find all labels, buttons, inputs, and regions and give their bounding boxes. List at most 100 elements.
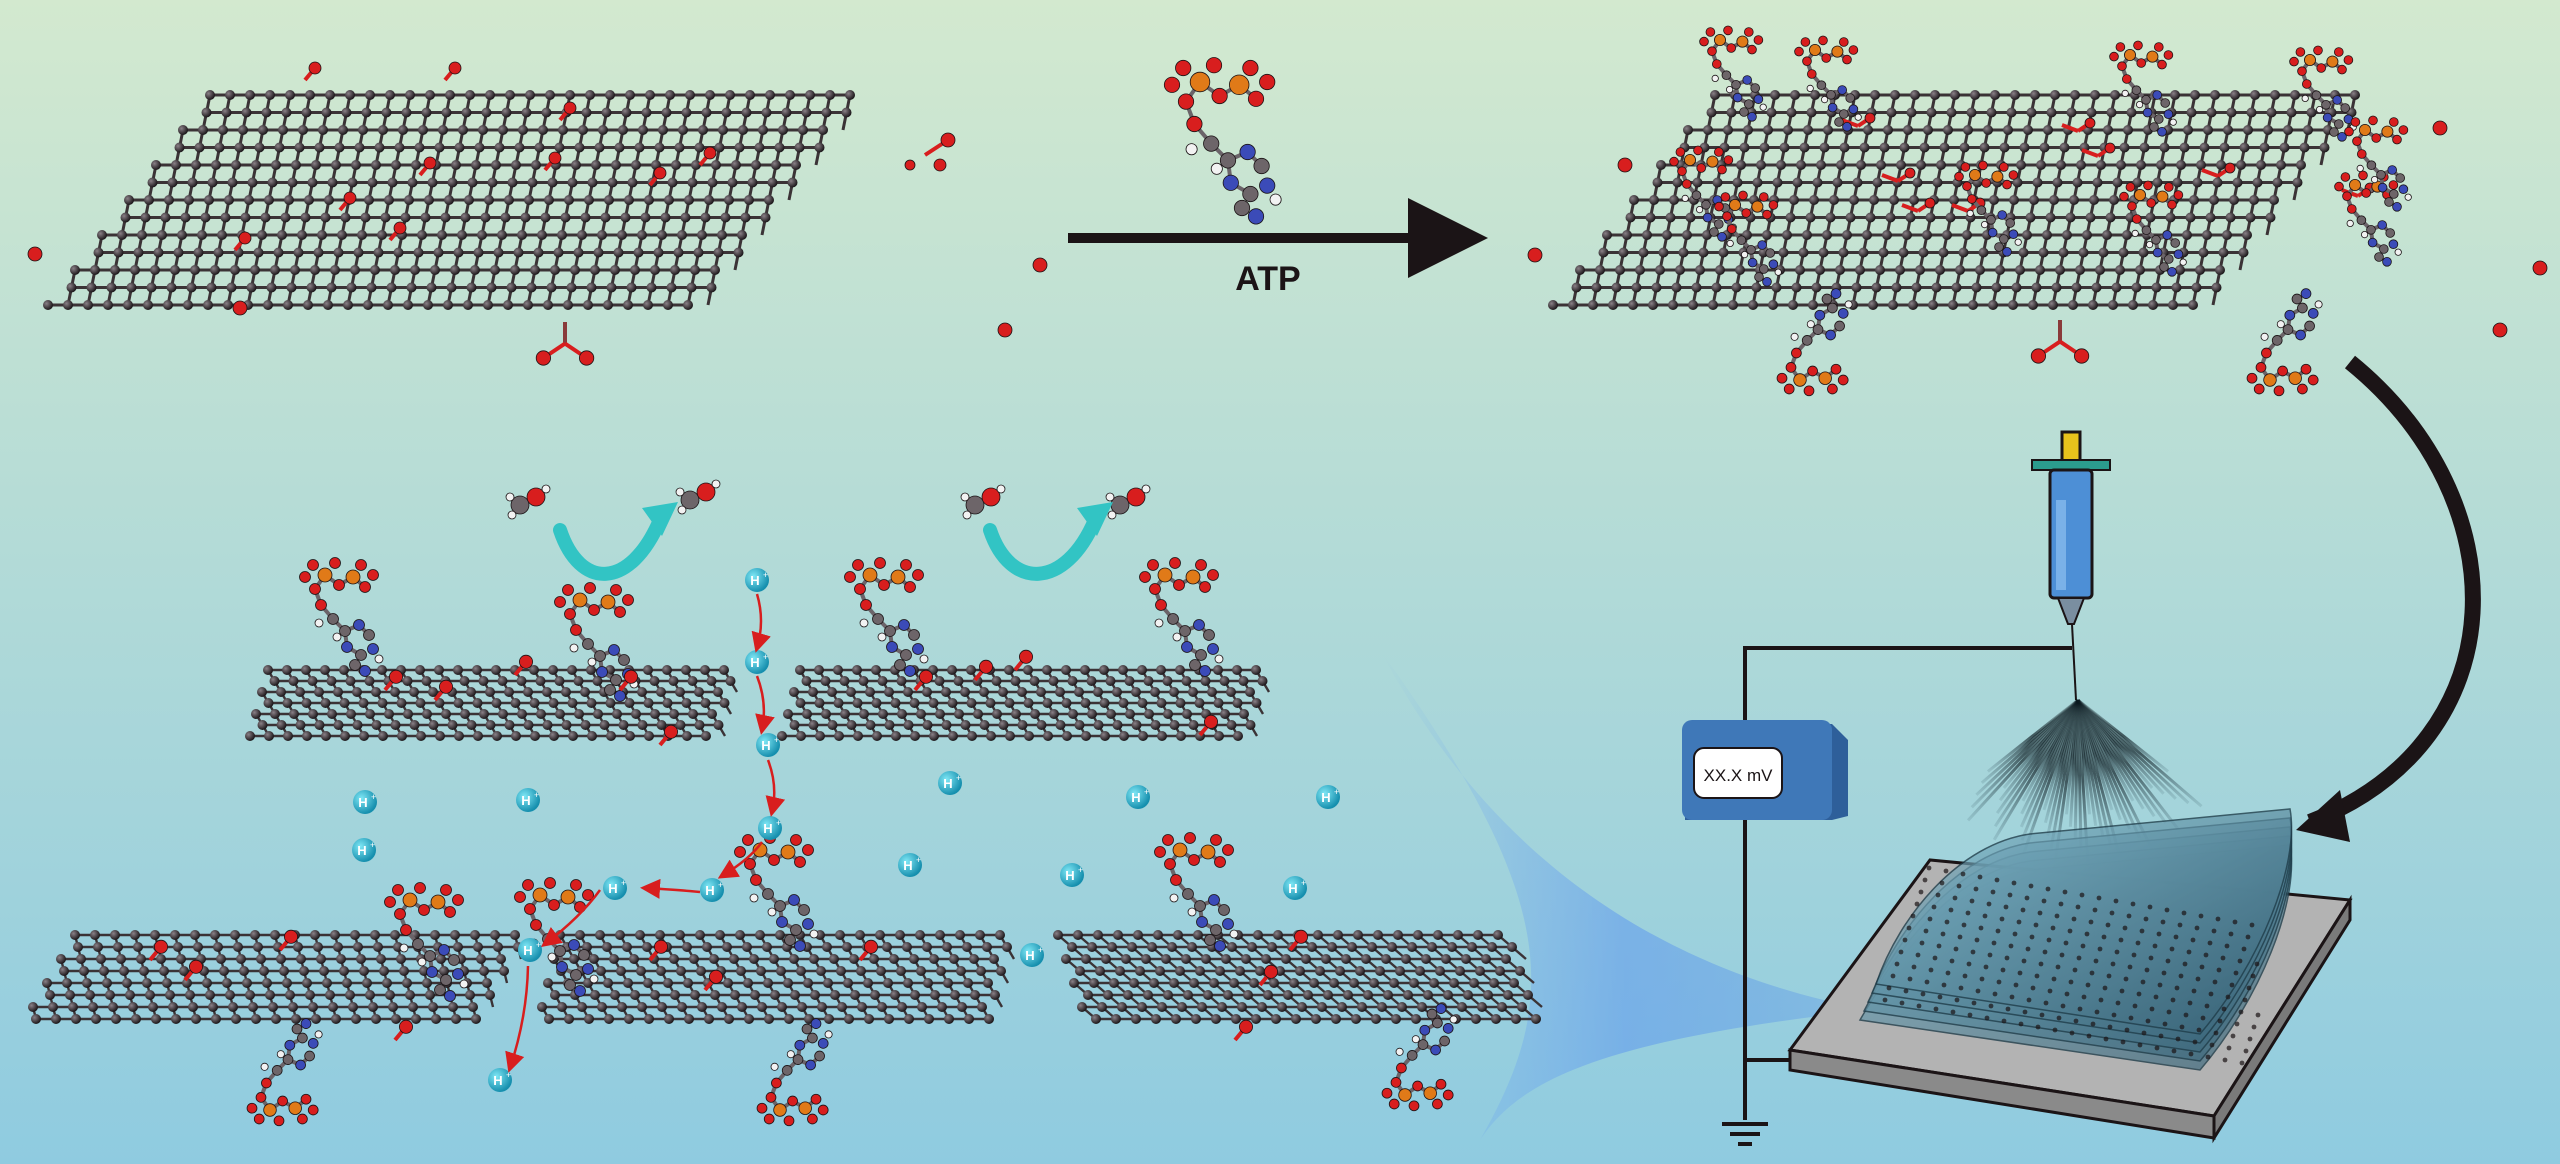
- carbon-atom: [2306, 107, 2317, 118]
- carbon-atom: [218, 125, 228, 135]
- carbon-atom: [217, 230, 227, 240]
- carbon-atom: [146, 282, 157, 293]
- carbon-atom: [909, 698, 920, 708]
- carbon-atom: [724, 1014, 734, 1024]
- carbon-atom: [805, 90, 815, 100]
- carbon-atom: [1193, 930, 1203, 940]
- carbon-atom: [2256, 160, 2266, 170]
- film-atom: [2204, 1003, 2210, 1009]
- carbon-atom: [741, 107, 752, 118]
- carbon-atom: [657, 1002, 667, 1012]
- carbon-atom: [2304, 320, 2315, 332]
- carbon-atom: [1010, 676, 1021, 686]
- carbon-atom: [405, 990, 415, 1000]
- hydrogen-atom: [2260, 332, 2269, 341]
- oxygen-atom: [544, 877, 556, 889]
- carbon-atom: [1628, 300, 1638, 310]
- carbon-atom: [362, 978, 372, 988]
- carbon-atom: [1439, 1035, 1450, 1047]
- carbon-atom: [2272, 177, 2283, 188]
- atp-molecule: [844, 557, 929, 677]
- carbon-atom: [1239, 709, 1249, 719]
- nitrogen-atom: [568, 939, 580, 951]
- carbon-atom: [2245, 212, 2256, 223]
- film-atom: [2246, 985, 2252, 991]
- carbon-atom: [396, 954, 406, 964]
- carbon-atom: [2290, 90, 2300, 100]
- carbon-atom: [566, 282, 577, 293]
- carbon-atom: [575, 930, 585, 940]
- carbon-atom: [713, 720, 724, 730]
- carbon-atom: [472, 698, 483, 708]
- carbon-atom: [1257, 1002, 1267, 1012]
- carbon-atom: [86, 282, 97, 293]
- carbon-atom: [875, 930, 885, 940]
- film-atom: [2067, 928, 2073, 934]
- film-atom: [2072, 967, 2078, 973]
- carbon-atom: [654, 142, 665, 153]
- nitrogen-atom: [284, 1039, 296, 1051]
- carbon-atom: [120, 212, 131, 223]
- carbon-atom: [606, 731, 616, 741]
- carbon-atom: [2072, 177, 2083, 188]
- oxygen-atom: [2307, 374, 2319, 386]
- carbon-atom: [1958, 247, 1969, 258]
- nitrogen-atom: [2377, 182, 2388, 193]
- carbon-atom: [1782, 230, 1792, 240]
- carbon-atom: [336, 954, 346, 964]
- carbon-atom: [1871, 282, 1882, 293]
- carbon-atom: [451, 1014, 461, 1024]
- oxygen-atom: [1768, 200, 1779, 210]
- carbon-atom: [1714, 219, 1724, 229]
- carbon-atom: [2189, 195, 2199, 205]
- carbon-atom: [390, 687, 400, 697]
- carbon-atom: [700, 212, 711, 223]
- carbon-atom: [656, 687, 666, 697]
- carbon-atom: [1411, 1014, 1421, 1024]
- carbon-atom: [339, 698, 350, 708]
- carbon-atom: [191, 1014, 201, 1024]
- carbon-atom: [517, 230, 527, 240]
- carbon-atom: [629, 954, 639, 964]
- carbon-atom: [79, 966, 89, 976]
- carbon-atom: [676, 966, 686, 976]
- carbon-atom: [2098, 247, 2109, 258]
- carbon-atom: [373, 247, 384, 258]
- film-atom: [2041, 898, 2047, 904]
- carbon-atom: [544, 195, 554, 205]
- carbon-atom: [1089, 978, 1099, 988]
- carbon-atom: [454, 142, 465, 153]
- carbon-atom: [1658, 247, 1669, 258]
- carbon-atom: [377, 665, 387, 675]
- hydroxyl-group: [433, 679, 453, 702]
- carbon-atom: [494, 142, 505, 153]
- carbon-atom: [510, 930, 520, 940]
- carbon-atom: [1736, 160, 1746, 170]
- carbon-atom: [723, 978, 733, 988]
- carbon-atom: [171, 160, 181, 170]
- nitrogen-atom: [1247, 208, 1265, 225]
- carbon-atom: [571, 160, 581, 170]
- carbon-atom: [658, 125, 668, 135]
- carbon-atom: [738, 125, 748, 135]
- layer-sheet-lower-right: [1053, 930, 1543, 1024]
- carbon-atom: [1473, 930, 1483, 940]
- carbon-atom: [2265, 212, 2276, 223]
- carbon-atom: [361, 107, 372, 118]
- carbon-atom: [409, 687, 419, 697]
- carbon-atom: [1043, 731, 1053, 741]
- hydrogen-atom: [1966, 209, 1974, 217]
- carbon-atom: [1531, 1014, 1541, 1024]
- nitrogen-atom: [2392, 202, 2402, 212]
- oxygen-atom: [794, 856, 806, 868]
- carbon-atom: [2011, 282, 2022, 293]
- carbon-atom: [501, 107, 512, 118]
- oxygen-atom: [1239, 1019, 1254, 1034]
- carbon-atom: [1011, 709, 1021, 719]
- oxygen-atom: [802, 844, 814, 856]
- carbon-atom: [2106, 107, 2117, 118]
- film-atom: [2124, 1027, 2130, 1033]
- carbon-atom: [1081, 731, 1091, 741]
- carbon-atom: [1017, 687, 1027, 697]
- carbon-atom: [1397, 1002, 1407, 1012]
